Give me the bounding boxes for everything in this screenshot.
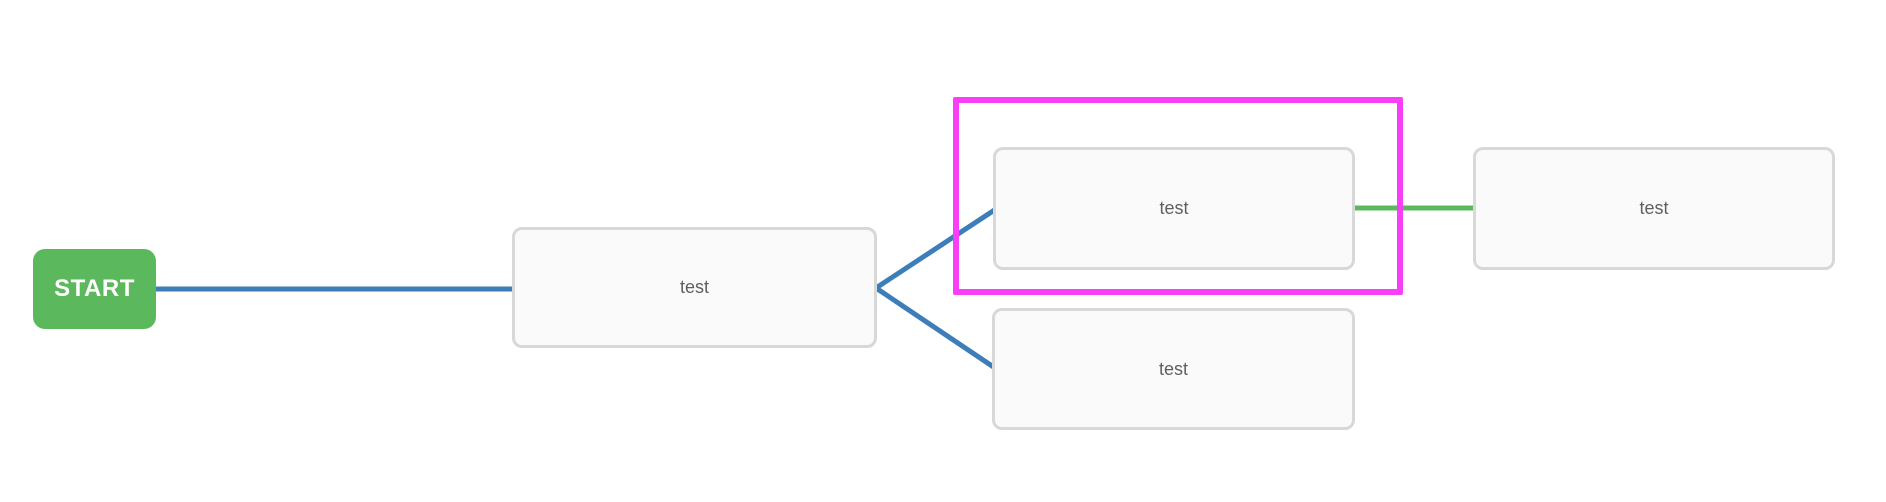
flow-node-4[interactable]: test [1473, 147, 1835, 270]
node-label: test [1159, 198, 1189, 218]
flow-node-2-selected[interactable]: test [993, 147, 1355, 270]
node-label: test [1158, 358, 1188, 379]
node-label: test [679, 277, 709, 297]
node-label: test [1639, 198, 1669, 218]
start-node-button[interactable]: START [33, 249, 156, 329]
flow-node-1[interactable]: test [512, 227, 877, 348]
flow-node-3[interactable]: test [992, 308, 1355, 430]
edge-node-1-to-node-3[interactable] [874, 285, 997, 371]
edge-node-1-to-node-2[interactable] [874, 206, 998, 291]
